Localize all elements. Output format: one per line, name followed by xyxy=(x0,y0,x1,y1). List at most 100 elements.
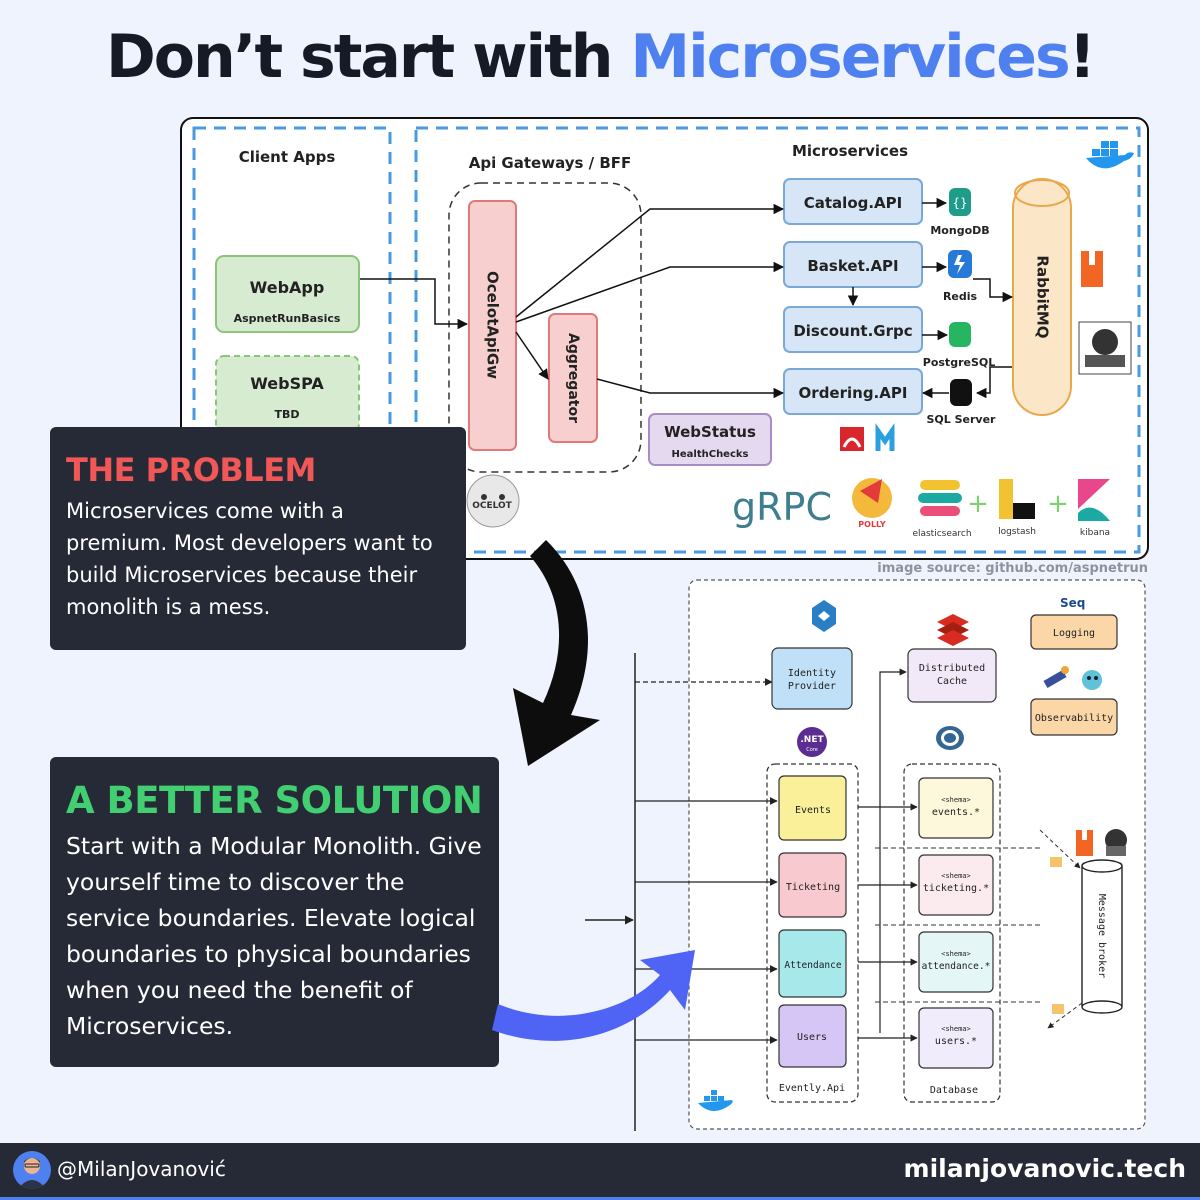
redis-label: Redis xyxy=(943,290,978,303)
polly-text: POLLY xyxy=(858,520,886,529)
database-label: Database xyxy=(930,1085,978,1096)
schema-events: <shema> events.* xyxy=(918,777,994,839)
mediatr-logo-icon xyxy=(875,423,895,451)
ocelot-gateway-label: OcelotApiGw xyxy=(484,271,502,379)
module-ticketing-label: Ticketing xyxy=(786,882,840,893)
grpc-logo-text: gRPC xyxy=(732,485,832,529)
elasticsearch-logo-icon xyxy=(918,480,962,516)
svg-text:<shema>: <shema> xyxy=(941,950,971,958)
rabbitmq-small-icon xyxy=(1076,830,1093,856)
gateway-to-basket-arrow xyxy=(515,261,785,323)
postgresql-icon xyxy=(949,322,971,347)
webspa-title: WebSPA xyxy=(250,374,324,393)
dotnet-logo-sub: Core xyxy=(806,747,818,753)
jaeger-icon xyxy=(1082,670,1102,690)
message-broker-label: Message broker xyxy=(1096,894,1107,978)
distributed-cache-box xyxy=(907,648,997,703)
gateway-group xyxy=(448,182,642,473)
ocelot-gateway-box xyxy=(468,200,517,451)
module-attendance-label: Attendance xyxy=(784,960,841,971)
telescope-icon xyxy=(1043,666,1069,688)
schema-attendance: <shema> attendance.* xyxy=(918,931,994,993)
footer: @MilanJovanović milanjovanovic.tech xyxy=(0,1143,1200,1200)
problem-title: THE PROBLEM xyxy=(66,451,316,489)
kibana-logo-icon xyxy=(1078,479,1110,521)
envelope-icon-1 xyxy=(1050,857,1062,867)
redis-to-rabbit-arrow xyxy=(973,278,1014,303)
discount-grpc-box xyxy=(783,306,923,353)
logging-box xyxy=(1030,614,1118,650)
headline-part1: Don’t start with xyxy=(105,22,631,92)
redis-icon xyxy=(948,250,972,278)
seq-label: Seq xyxy=(1060,596,1085,610)
schema-events-label: events.* xyxy=(932,807,980,818)
schema-ticketing: <shema> ticketing.* xyxy=(918,854,994,916)
solution-card: A BETTER SOLUTION Start with a Modular M… xyxy=(50,757,499,1067)
dotnet-logo-icon xyxy=(797,727,827,757)
identity-provider-line1: Identity xyxy=(788,668,836,679)
aggregator-label: Aggregator xyxy=(565,333,581,423)
schema-users-label: users.* xyxy=(935,1036,977,1047)
avatar xyxy=(13,1151,51,1189)
broker-arrow-out xyxy=(1047,1002,1083,1029)
webapp-title: WebApp xyxy=(250,278,325,297)
evently-api-label: Evently.Api xyxy=(779,1083,845,1094)
elasticsearch-label: elasticsearch xyxy=(912,529,971,539)
aggregator-to-ordering-arrow xyxy=(596,378,785,399)
module-events-box xyxy=(778,775,847,841)
svg-text:<shema>: <shema> xyxy=(941,1025,971,1033)
identity-logo-icon xyxy=(812,600,836,632)
database-group xyxy=(903,763,1001,1103)
logstash-logo-icon xyxy=(999,479,1035,519)
client-apps-region xyxy=(192,126,392,550)
logstash-label: logstash xyxy=(998,527,1036,537)
ordering-api-label: Ordering.API xyxy=(799,384,908,402)
gateway-to-aggregator-arrow xyxy=(515,331,549,380)
message-broker-cylinder xyxy=(1081,859,1123,1014)
website-link[interactable]: milanjovanovic.tech xyxy=(903,1154,1186,1183)
headline-part2: ! xyxy=(1068,22,1096,92)
aggregator-box xyxy=(548,313,598,443)
problem-card: THE PROBLEM Microservices come with a pr… xyxy=(50,427,466,650)
module-ticketing-box xyxy=(778,852,847,918)
masstransit-small-icon xyxy=(1105,829,1127,856)
kibana-label: kibana xyxy=(1080,528,1110,538)
postgresql-elephant-icon xyxy=(936,726,964,750)
sharp-logo-icon xyxy=(840,427,864,451)
svg-text:<shema>: <shema> xyxy=(941,872,971,880)
basket-api-label: Basket.API xyxy=(807,257,898,275)
module-users-box xyxy=(778,1004,847,1068)
distributed-cache-line1: Distributed xyxy=(919,663,985,674)
modular-monolith-diagram: Identity Provider Distributed Cache Seq … xyxy=(585,579,1146,1131)
observability-label: Observability xyxy=(1035,713,1113,724)
postgresql-label: PostgreSQL xyxy=(923,356,995,369)
plus-sign-1: + xyxy=(967,489,989,519)
identity-provider-line2: Provider xyxy=(788,681,836,692)
ocelot-logo-text: OCELOT xyxy=(472,501,512,511)
masstransit-logo-icon xyxy=(1078,321,1132,375)
schema-attendance-label: attendance.* xyxy=(922,961,991,972)
rabbit-to-ordering-arrow xyxy=(975,366,1012,399)
image-source-note: image source: github.com/aspnetrun xyxy=(877,561,1148,576)
observability-box xyxy=(1030,698,1118,736)
rabbitmq-logo-icon xyxy=(1081,251,1103,287)
webspa-sub: TBD xyxy=(274,408,299,421)
sql-server-label: SQL Server xyxy=(927,413,997,426)
client-apps-label: Client Apps xyxy=(239,148,336,166)
module-users-label: Users xyxy=(797,1032,827,1043)
microservices-label: Microservices xyxy=(792,142,908,160)
broker-arrow-in xyxy=(1039,829,1081,869)
identity-provider-box xyxy=(771,647,853,710)
problem-body: Microservices come with a premium. Most … xyxy=(66,499,433,619)
webstatus-box xyxy=(648,413,772,466)
schema-users: <shema> users.* xyxy=(918,1007,994,1069)
mongodb-icon: {} xyxy=(949,188,971,216)
redis-cache-icon xyxy=(937,614,969,646)
solution-title: A BETTER SOLUTION xyxy=(66,779,483,822)
docker-small-icon xyxy=(698,1090,733,1112)
docker-icon xyxy=(1086,141,1134,169)
author-handle[interactable]: @MilanJovanović xyxy=(57,1157,226,1181)
gateway-to-catalog-arrow xyxy=(515,203,785,318)
webapp-box xyxy=(215,255,360,333)
headline-highlight: Microservices xyxy=(630,22,1070,92)
